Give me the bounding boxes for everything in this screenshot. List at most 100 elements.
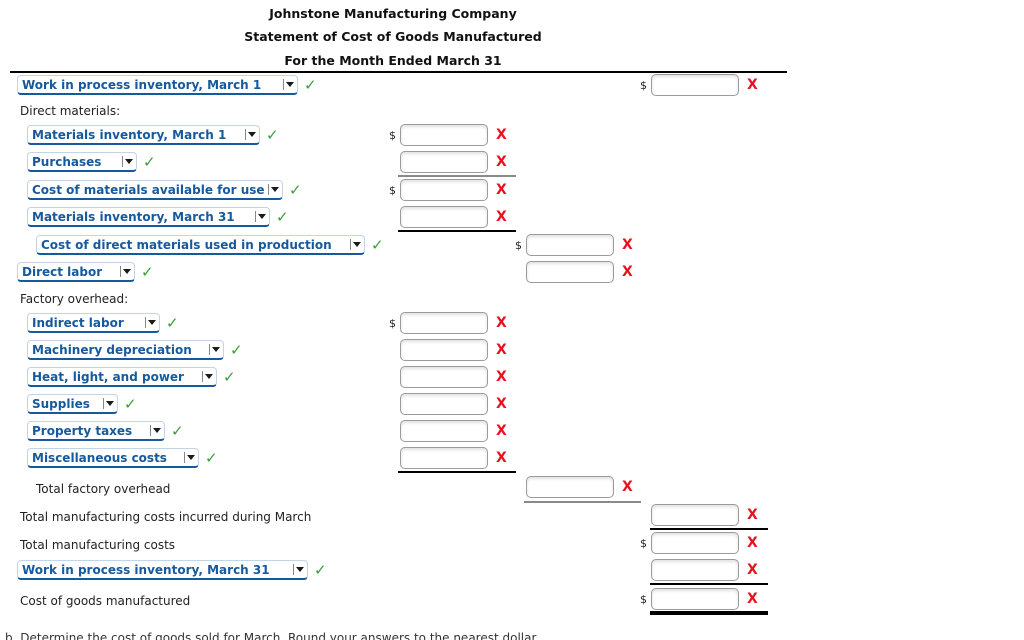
incorrect-x-icon: X	[622, 264, 633, 280]
dollar-sign: $	[389, 316, 396, 330]
chevron-down-icon	[255, 211, 266, 222]
correct-check-icon: ✓	[141, 263, 154, 281]
select-value: Materials inventory, March 1	[32, 127, 227, 142]
amount-cell-materials-available: $ X	[389, 179, 507, 201]
input-materials-available[interactable]	[400, 179, 488, 201]
select-value: Cost of direct materials used in product…	[41, 237, 332, 252]
select-machinery-depreciation[interactable]: Machinery depreciation	[27, 340, 224, 360]
row-supplies: Supplies ✓	[27, 393, 137, 415]
select-cost-of-materials-available[interactable]: Cost of materials available for use	[27, 180, 283, 200]
amount-cell-supplies: X	[400, 393, 507, 415]
select-indirect-labor[interactable]: Indirect labor	[27, 313, 160, 333]
select-value: Indirect labor	[32, 315, 124, 330]
underline-rule	[398, 230, 516, 232]
dollar-sign: $	[389, 128, 396, 142]
input-machinery-depreciation[interactable]	[400, 339, 488, 361]
select-materials-inventory-march-1[interactable]: Materials inventory, March 1	[27, 125, 260, 145]
label-cost-of-goods-manufactured: Cost of goods manufactured	[20, 594, 191, 608]
company-name: Johnstone Manufacturing Company	[269, 6, 517, 21]
amount-cell-machinery-depreciation: X	[400, 339, 507, 361]
select-value: Work in process inventory, March 1	[22, 77, 262, 92]
row-purchases: Purchases ✓	[27, 151, 156, 173]
select-wip-inventory-march-1[interactable]: Work in process inventory, March 1	[17, 75, 298, 95]
underline-rule	[524, 501, 641, 503]
select-wip-inventory-march-31[interactable]: Work in process inventory, March 31	[17, 560, 308, 580]
amount-cell-materials-beginning: $ X	[389, 124, 507, 146]
incorrect-x-icon: X	[747, 507, 758, 523]
chevron-down-icon	[245, 129, 256, 140]
dollar-sign: $	[640, 78, 647, 92]
row-direct-labor: Direct labor ✓	[17, 261, 154, 283]
select-supplies[interactable]: Supplies	[27, 394, 118, 414]
row-miscellaneous-costs: Miscellaneous costs ✓	[27, 447, 218, 469]
input-total-mfg-costs-incurred[interactable]	[651, 504, 739, 526]
select-value: Miscellaneous costs	[32, 450, 167, 465]
select-value: Supplies	[32, 396, 90, 411]
row-machinery-depreciation: Machinery depreciation ✓	[27, 339, 243, 361]
row-materials-used: Cost of direct materials used in product…	[36, 234, 384, 256]
correct-check-icon: ✓	[266, 126, 279, 144]
select-materials-inventory-march-31[interactable]: Materials inventory, March 31	[27, 207, 270, 227]
select-direct-labor[interactable]: Direct labor	[17, 262, 135, 282]
input-purchases[interactable]	[400, 151, 488, 173]
correct-check-icon: ✓	[143, 153, 156, 171]
correct-check-icon: ✓	[230, 341, 243, 359]
input-materials-used[interactable]	[526, 234, 614, 256]
input-materials-beginning[interactable]	[400, 124, 488, 146]
correct-check-icon: ✓	[371, 236, 384, 254]
total-double-rule	[650, 611, 768, 615]
amount-cell-total-mfg-costs-incurred: X	[651, 504, 758, 526]
select-heat-light-and-power[interactable]: Heat, light, and power	[27, 367, 217, 387]
input-wip-ending[interactable]	[651, 559, 739, 581]
input-indirect-labor[interactable]	[400, 312, 488, 334]
chevron-down-icon	[103, 398, 114, 409]
select-value: Cost of materials available for use	[32, 182, 265, 197]
statement-title: Statement of Cost of Goods Manufactured	[244, 29, 542, 44]
input-supplies[interactable]	[400, 393, 488, 415]
amount-cell-total-factory-overhead: X	[526, 476, 633, 498]
incorrect-x-icon: X	[747, 591, 758, 607]
next-question-text: b. Determine the cost of goods sold for …	[5, 631, 540, 640]
incorrect-x-icon: X	[496, 423, 507, 439]
select-value: Direct labor	[22, 264, 103, 279]
underline-rule	[398, 175, 516, 177]
input-materials-ending[interactable]	[400, 206, 488, 228]
input-wip-beginning[interactable]	[651, 74, 739, 96]
incorrect-x-icon: X	[496, 342, 507, 358]
input-cost-of-goods-manufactured[interactable]	[651, 588, 739, 610]
amount-cell-indirect-labor: $ X	[389, 312, 507, 334]
label-total-mfg-costs-incurred: Total manufacturing costs incurred durin…	[20, 510, 312, 524]
input-miscellaneous-costs[interactable]	[400, 447, 488, 469]
input-heat-light-power[interactable]	[400, 366, 488, 388]
select-purchases[interactable]: Purchases	[27, 152, 137, 172]
input-total-factory-overhead[interactable]	[526, 476, 614, 498]
incorrect-x-icon: X	[747, 562, 758, 578]
amount-cell-materials-used: $ X	[515, 234, 633, 256]
input-property-taxes[interactable]	[400, 420, 488, 442]
input-total-manufacturing-costs[interactable]	[651, 532, 739, 554]
dollar-sign: $	[389, 183, 396, 197]
chevron-down-icon	[184, 452, 195, 463]
incorrect-x-icon: X	[747, 535, 758, 551]
correct-check-icon: ✓	[289, 181, 302, 199]
amount-cell-wip-beginning: $ X	[640, 74, 758, 96]
dollar-sign: $	[640, 592, 647, 606]
incorrect-x-icon: X	[496, 182, 507, 198]
select-cost-of-direct-materials-used[interactable]: Cost of direct materials used in product…	[36, 235, 365, 255]
amount-cell-purchases: X	[400, 151, 507, 173]
chevron-down-icon	[293, 564, 304, 575]
chevron-down-icon	[283, 79, 294, 90]
input-direct-labor[interactable]	[526, 261, 614, 283]
select-miscellaneous-costs[interactable]: Miscellaneous costs	[27, 448, 199, 468]
amount-cell-total-manufacturing-costs: $ X	[640, 532, 758, 554]
correct-check-icon: ✓	[124, 395, 137, 413]
incorrect-x-icon: X	[496, 315, 507, 331]
select-property-taxes[interactable]: Property taxes	[27, 421, 165, 441]
select-value: Work in process inventory, March 31	[22, 562, 270, 577]
amount-cell-direct-labor: X	[526, 261, 633, 283]
incorrect-x-icon: X	[496, 209, 507, 225]
row-indirect-labor: Indirect labor ✓	[27, 312, 179, 334]
row-materials-available: Cost of materials available for use ✓	[27, 179, 302, 201]
underline-rule	[650, 583, 768, 585]
amount-cell-miscellaneous-costs: X	[400, 447, 507, 469]
